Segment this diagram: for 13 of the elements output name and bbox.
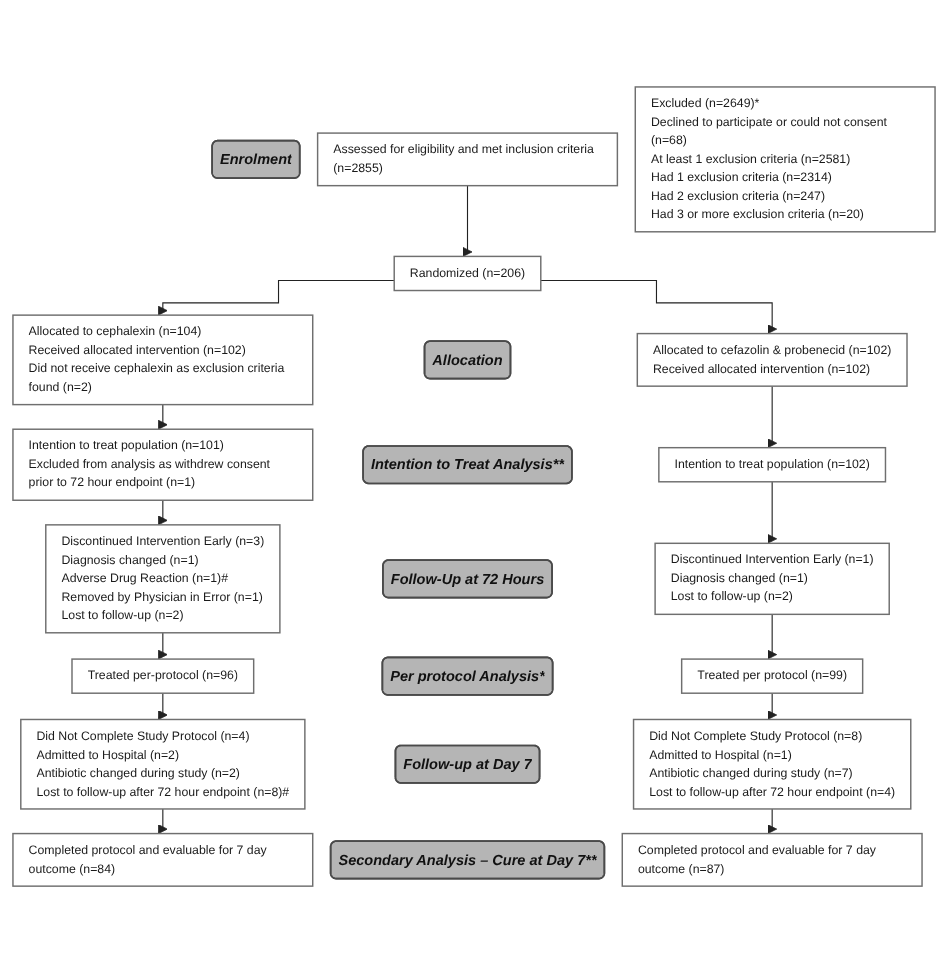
arrow	[157, 807, 168, 834]
arrow	[767, 385, 778, 448]
arrow	[462, 184, 473, 257]
arrow	[767, 613, 778, 659]
arrow	[540, 279, 778, 334]
arrow	[157, 631, 168, 659]
arrow	[157, 279, 395, 315]
arrow	[767, 480, 778, 544]
arrow	[767, 692, 778, 720]
arrow	[157, 692, 168, 720]
arrow	[157, 403, 168, 430]
arrow	[767, 807, 778, 834]
arrow	[157, 499, 168, 525]
